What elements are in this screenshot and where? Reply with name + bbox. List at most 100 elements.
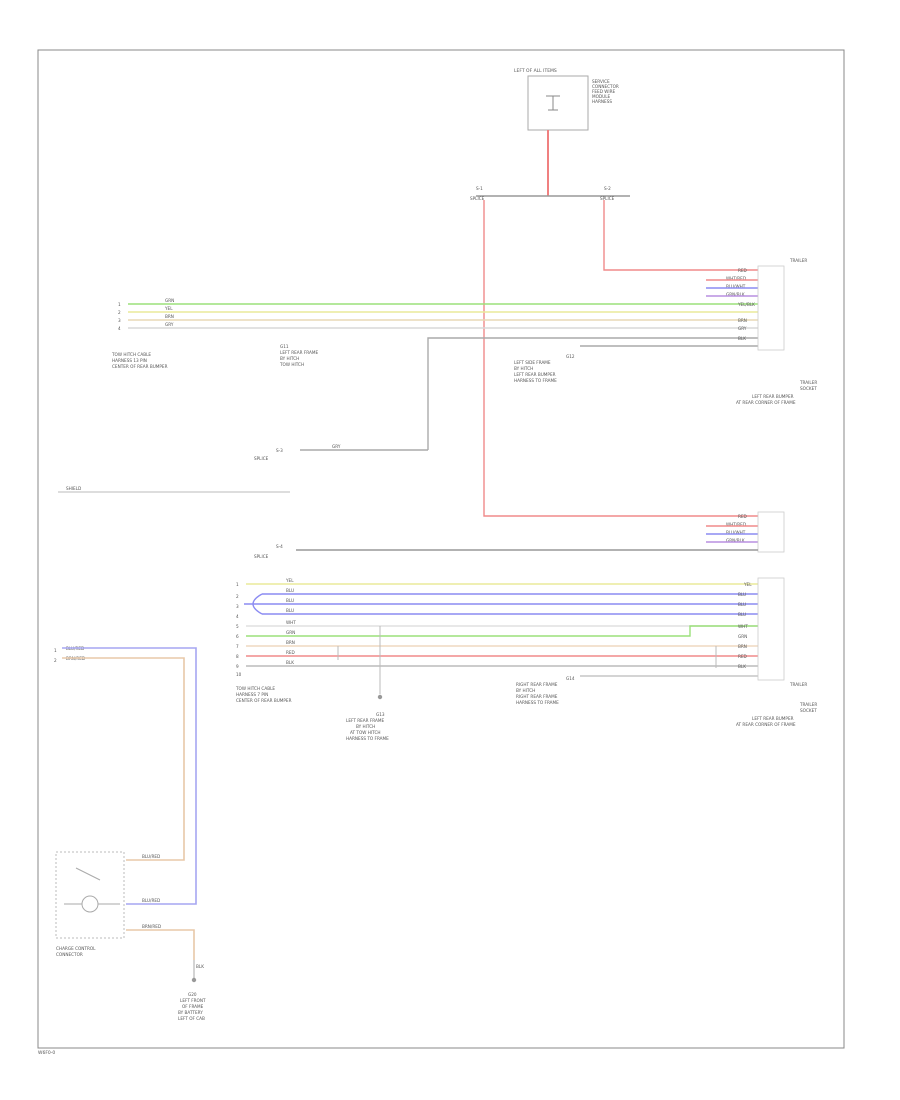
top-pin: 3 — [118, 318, 121, 323]
right-wire-label: GRN/BLK — [726, 292, 745, 297]
trailer-low-label: LEFT REAR BUMPER — [752, 716, 794, 721]
side-note: SHIELD — [66, 486, 81, 491]
ground-low2-label: G14 — [566, 676, 575, 681]
ground-mid-label: HARNESS TO FRAME — [514, 378, 557, 383]
lower-connector-label: TOW HITCH CABLE — [235, 686, 275, 691]
brake-switch-symbol — [81, 895, 99, 913]
ground-mid-label: G12 — [566, 354, 575, 359]
top-pin: 4 — [118, 326, 121, 331]
brake-wire: BLU/RED — [142, 898, 160, 903]
lower-right-labels: RED WHT/RED BLU/WHT GRN/BLK — [706, 511, 785, 553]
lower-right-labels-2: YEL BLU BLU BLU WHT GRN BRN RED BLK — [738, 577, 785, 681]
splice-s3-label: SPLICE — [254, 456, 269, 461]
top-module-line: CONNECTOR — [592, 84, 619, 89]
wire-label-low: RED — [286, 650, 295, 655]
right-wire-label: BLK — [738, 664, 746, 669]
ground-bottom-label: G20 — [188, 992, 197, 997]
low-pin: 1 — [236, 582, 239, 587]
footer-code: W6F0-0 — [38, 1050, 55, 1056]
right-wire-label: GRN — [738, 634, 747, 639]
gray-wire-label: GRY — [332, 444, 341, 449]
brake-wiring: 1 2 BLU/RED BRN/RED BLK BLU/RED BLU/RED … — [54, 646, 206, 1021]
brake-switch-label: CONNECTOR — [56, 952, 83, 957]
trailer-low-label: TRAILER — [799, 702, 817, 707]
top-left-connector-label: TOW HITCH CABLE — [111, 352, 151, 357]
brake-switch-label: CHARGE CONTROL — [56, 946, 96, 951]
low-pin: 8 — [236, 654, 239, 659]
top-module-header: LEFT OF ALL ITEMS — [514, 68, 557, 74]
right-wire-label: YEL — [743, 582, 752, 587]
right-wire-label: BLU — [738, 592, 746, 597]
top-module-line: SERVICE — [592, 79, 610, 84]
top-pin: 2 — [118, 310, 121, 315]
wire-green-low — [246, 625, 758, 637]
ground-low-terminal — [377, 694, 383, 700]
splice-s3-id: S-3 — [276, 448, 283, 453]
right-wire-label: RED — [738, 654, 747, 659]
blk-label: BLK — [196, 964, 204, 969]
trailer-top-label: LEFT REAR BUMPER — [752, 394, 794, 399]
splice-s1-label: SPLICE — [470, 196, 485, 201]
splice-s4-id: S-4 — [276, 544, 283, 549]
trailer-low-label: AT REAR CORNER OF FRAME — [736, 722, 796, 727]
ground-low-label: HARNESS TO FRAME — [346, 736, 389, 741]
right-wire-label: WHT — [738, 624, 748, 629]
trailer-top-label: AT REAR CORNER OF FRAME — [736, 400, 796, 405]
low-pin: 7 — [236, 644, 239, 649]
wire-brown-red-lower — [126, 929, 195, 960]
lower-connector-wires: 1 2 3 4 5 6 7 8 9 10 YEL BLU BLU BLU WHT… — [236, 578, 758, 694]
low-terminal-block-b — [757, 577, 785, 681]
ground-low2-label: HARNESS TO FRAME — [516, 700, 559, 705]
ground-low-label: LEFT REAR FRAME — [346, 718, 384, 723]
wire-label-low: BLU — [286, 588, 294, 593]
brake-wire: BRN/RED — [142, 924, 161, 929]
right-wire-label: YEL/BLK — [737, 302, 755, 307]
top-left-connector-label: HARNESS 13 PIN — [112, 358, 147, 363]
red-feed-wire-short — [603, 200, 758, 271]
splice-s2-label: SPLICE — [600, 196, 615, 201]
red-feed-wire-long — [483, 200, 758, 517]
ground-low2-label: RIGHT REAR FRAME — [516, 682, 558, 687]
wire-label: GRY — [165, 322, 174, 327]
ground-bottom-label: LEFT FRONT — [180, 998, 206, 1003]
wire-label-low: BLU — [286, 598, 294, 603]
right-wire-label: BLU — [738, 612, 746, 617]
ground-left-label: BY HITCH — [280, 356, 299, 361]
ground-low2-label: RIGHT REAR FRAME — [516, 694, 558, 699]
ground-low-label: BY HITCH — [356, 724, 375, 729]
trailer-top-label: TRAILER — [799, 380, 817, 385]
ground-low2-label: BY HITCH — [516, 688, 535, 693]
trailer-low-label: SOCKET — [800, 708, 817, 713]
top-terminal-block — [757, 265, 785, 351]
right-wire-label: WHT/RED — [726, 522, 746, 527]
ground-bottom-label: LEFT OF CAB — [178, 1016, 205, 1021]
top-module-line: MODULE — [592, 94, 611, 99]
top-module-line: FEED WIRE — [592, 89, 616, 94]
wire-black-branch — [427, 337, 758, 450]
wire-label-low: BLK — [286, 660, 294, 665]
right-wire-label: BLK — [738, 336, 746, 341]
wire-label-low: YEL — [285, 578, 294, 583]
splice-s2-id: S-2 — [604, 186, 611, 191]
top-right-note: TRAILER — [789, 258, 807, 263]
brake-pin: 2 — [54, 658, 57, 663]
splice-s4-label: SPLICE — [254, 554, 269, 559]
right-wire-label: BRN — [738, 318, 747, 323]
wire-blue-red — [62, 647, 197, 905]
module-symbol — [546, 95, 560, 111]
ground-low-label: AT TOW HITCH — [350, 730, 381, 735]
wire-label-low: BLU — [286, 608, 294, 613]
low-terminal-block-a — [757, 511, 785, 553]
wire-label: BRN — [165, 314, 174, 319]
low-pin: 9 — [236, 664, 239, 669]
right-wire-label: GRY — [738, 326, 747, 331]
wire-label: YEL — [164, 306, 173, 311]
ground-left-label: TOW HITCH — [279, 362, 304, 367]
wire-label: GRN — [165, 298, 174, 303]
right-wire-label: GRN/BLK — [726, 538, 745, 543]
low-pin: 2 — [236, 594, 239, 599]
top-module: LEFT OF ALL ITEMS SERVICE CONNECTOR FEED… — [514, 68, 619, 196]
lower-connector-label: CENTER OF REAR BUMPER — [236, 698, 292, 703]
right-wire-label: RED — [738, 268, 747, 273]
